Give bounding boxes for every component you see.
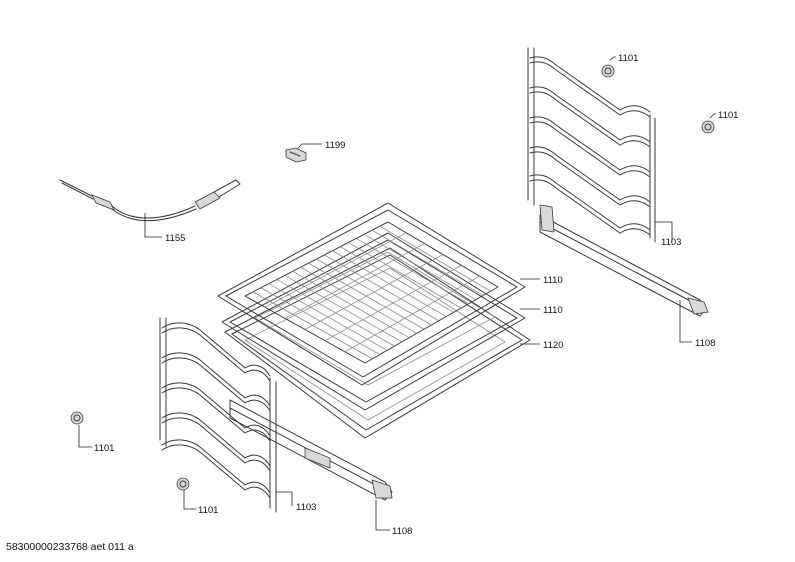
callout-1155: 1155 bbox=[165, 233, 185, 244]
callout-1108-left: 1108 bbox=[392, 526, 412, 537]
bracket-pin-left bbox=[70, 411, 84, 425]
bracket-pin-right bbox=[701, 120, 715, 134]
callout-1101-left: 1101 bbox=[94, 443, 114, 454]
callout-1101-right: 1101 bbox=[718, 110, 738, 121]
baking-tray-part bbox=[224, 247, 531, 439]
callout-1120: 1120 bbox=[543, 340, 563, 351]
leader-lines bbox=[78, 56, 716, 531]
telescopic-rail-left-part bbox=[229, 399, 393, 501]
clip-part bbox=[285, 147, 307, 163]
side-rack-right-part bbox=[527, 47, 656, 243]
wire-grid-lower-part bbox=[221, 232, 526, 411]
callout-1110-upper: 1110 bbox=[543, 275, 563, 286]
temperature-probe-part bbox=[59, 179, 241, 222]
bracket-pin-top bbox=[601, 64, 615, 78]
callout-1108-right: 1108 bbox=[695, 338, 715, 349]
telescopic-rail-right-part bbox=[539, 204, 709, 317]
grid-crossbar bbox=[324, 264, 462, 342]
document-id: 58300000233768 aet 011 a bbox=[6, 541, 134, 553]
callout-1199: 1199 bbox=[325, 140, 345, 151]
bracket-pin-bottom bbox=[176, 477, 190, 491]
grid-crossbar bbox=[344, 275, 480, 353]
callout-1101-top: 1101 bbox=[618, 53, 638, 64]
callout-1103-left: 1103 bbox=[296, 502, 316, 513]
grid-crossbar bbox=[284, 243, 425, 319]
grid-crossbar bbox=[304, 254, 444, 330]
side-rack-left-part bbox=[159, 317, 277, 513]
grid-crossbar bbox=[264, 232, 407, 308]
callout-1110-lower: 1110 bbox=[543, 305, 563, 316]
callout-1101-bottom: 1101 bbox=[198, 505, 218, 516]
callout-1103-right: 1103 bbox=[661, 237, 681, 248]
wire-grid-upper-part bbox=[217, 202, 526, 386]
